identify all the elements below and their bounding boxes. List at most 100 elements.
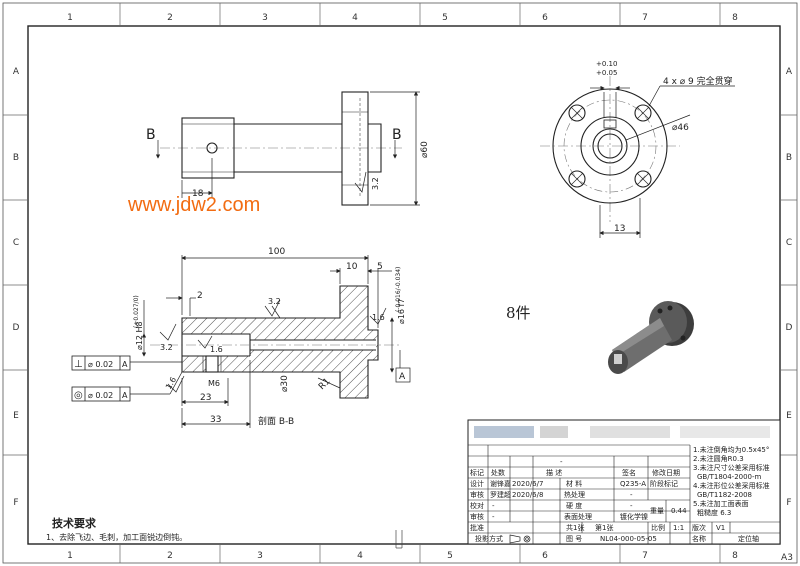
tech-req-line-1: 1、去除飞边、毛刺，加工面锐边倒钝。 xyxy=(46,532,187,542)
tb-drawing-no: NL04-000-05-05 xyxy=(600,535,657,543)
zone-left-e: E xyxy=(13,411,19,421)
section-view-dims xyxy=(130,255,411,428)
tb-dash-2: - xyxy=(630,491,633,499)
dim-dia16: ⌀16 f7 xyxy=(397,299,406,324)
tb-hdr-zone: 处数 xyxy=(491,468,505,477)
roughness-3-2-front: 3.2 xyxy=(371,177,380,190)
concentricity-icon: ◎ xyxy=(74,390,83,401)
tb-note-3: 3.未注尺寸公差采用标准 xyxy=(693,463,770,472)
zone-bottom-1: 1 xyxy=(67,551,73,561)
zone-left-d: D xyxy=(13,323,20,333)
zone-top-7: 7 xyxy=(642,13,648,23)
zone-right-e: E xyxy=(786,411,792,421)
tb-note-2: 2.未注圆角R0.3 xyxy=(693,454,744,463)
tb-weight-label: 重量 xyxy=(650,507,664,515)
tb-row-review: 审核 xyxy=(470,490,484,499)
front-view-annotations xyxy=(155,91,420,206)
tb-hdr-mark: 标记 xyxy=(470,468,484,477)
dim-dia12-tol: (+0.027/0) xyxy=(133,295,140,328)
dim-13: 13 xyxy=(614,224,625,234)
tb-scale-label: 比例 xyxy=(651,523,665,532)
zone-top-5: 5 xyxy=(442,13,448,23)
zone-bottom-6: 6 xyxy=(542,551,548,561)
tb-scale-value: 1:1 xyxy=(673,524,684,532)
tb-note-5: 4.未注形位公差采用标准 xyxy=(693,481,770,490)
projection-symbol-icon xyxy=(509,534,531,544)
tb-stage-label: 阶段标记 xyxy=(650,479,678,488)
tb-design-name: 谢锋嘉 xyxy=(490,479,511,488)
tb-design-date: 2020/6/7 xyxy=(512,480,543,488)
section-mark-right: B xyxy=(392,127,402,143)
tb-sheet-no: 第1张 xyxy=(595,523,613,532)
zone-top-1: 1 xyxy=(67,13,73,23)
tech-req-title: 技术要求 xyxy=(52,516,97,530)
tol-lower: +0.05 xyxy=(596,69,617,77)
quantity-note: 8件 xyxy=(506,304,531,322)
dim-dia12: ⌀12 H8 xyxy=(135,321,144,350)
section-view xyxy=(150,285,400,399)
tb-hardness-label: 硬 度 xyxy=(566,501,582,510)
section-mark-left: B xyxy=(146,127,156,143)
dim-10: 10 xyxy=(346,262,358,272)
datum-a-label: A xyxy=(399,372,406,382)
tol-upper: +0.10 xyxy=(596,60,617,68)
zone-left-c: C xyxy=(13,238,19,248)
roughness-1-6-right: 1.6 xyxy=(372,313,385,322)
tb-projection-label: 投影方式 xyxy=(475,534,503,543)
tb-hdr-date: 修改日期 xyxy=(652,468,680,477)
tb-version-label: 版次 xyxy=(692,523,706,532)
roughness-3-2-top: 3.2 xyxy=(268,297,281,306)
zone-right-d: D xyxy=(786,323,793,333)
part-3d-render xyxy=(608,301,694,374)
tb-material-label: 材 料 xyxy=(566,479,582,488)
tb-note-8: 粗糙度 6.3 xyxy=(697,508,731,517)
tb-surface-value: 镀化学镍 xyxy=(620,512,648,521)
front-view xyxy=(160,91,402,206)
tb-sheet-total: 共1张 xyxy=(566,523,584,532)
tb-drawing-no-label: 图 号 xyxy=(566,535,582,543)
tb-name-value: 定位轴 xyxy=(738,534,759,543)
zone-bottom-4: 4 xyxy=(357,551,363,561)
roughness-1-6-mid: 1.6 xyxy=(210,345,223,354)
zone-top-4: 4 xyxy=(352,13,358,23)
gdt-perp-value: ⌀ 0.02 xyxy=(88,360,113,369)
dim-5: 5 xyxy=(377,262,383,272)
dim-33: 33 xyxy=(210,415,221,425)
zone-top-3: 3 xyxy=(262,13,268,23)
gdt-conc-value: ⌀ 0.02 xyxy=(88,391,113,400)
gdt-concentricity: ◎ ⌀ 0.02 A xyxy=(71,386,131,402)
tb-note-6: GB/T1182-2008 xyxy=(697,491,752,499)
sheet-size: A3 xyxy=(781,553,793,563)
tb-review-date: 2020/6/8 xyxy=(512,491,543,499)
zone-top-8: 8 xyxy=(732,13,738,23)
gdt-perp-datum: A xyxy=(122,360,128,369)
watermark-url: www.jdw2.com xyxy=(127,194,260,216)
roughness-1-6-left: 1.6 xyxy=(164,375,178,391)
dim-23: 23 xyxy=(200,393,211,403)
zone-right-b: B xyxy=(786,153,792,163)
zone-left-f: F xyxy=(13,498,18,508)
zone-bottom-5: 5 xyxy=(447,551,453,561)
zone-top-2: 2 xyxy=(167,13,173,23)
title-block: 1.未注倒角均为0.5x45° 2.未注圆角R0.3 3.未注尺寸公差采用标准 … xyxy=(467,419,781,545)
zone-top-6: 6 xyxy=(542,13,548,23)
section-caption: 剖面 B-B xyxy=(258,415,294,427)
zone-left-a: A xyxy=(13,67,20,77)
dim-dia60: ⌀60 xyxy=(420,141,430,158)
tb-dash-4: - xyxy=(630,502,633,510)
zone-left-b: B xyxy=(13,153,19,163)
dim-dia30: ⌀30 xyxy=(280,375,290,392)
zone-bottom-8: 8 xyxy=(732,551,738,561)
tb-review-name: 罗建超 xyxy=(490,490,511,499)
tb-version-value: V1 xyxy=(716,524,725,532)
zone-right-f: F xyxy=(786,498,791,508)
tb-row-approve: 批准 xyxy=(470,523,484,532)
dim-100: 100 xyxy=(268,247,285,257)
tb-row-std: 审核 xyxy=(470,512,484,521)
zone-bottom-7: 7 xyxy=(642,551,648,561)
tb-heat-label: 热处理 xyxy=(564,490,585,499)
end-view-annotations xyxy=(590,85,735,238)
tb-hdr-sign: 签名 xyxy=(622,468,636,477)
